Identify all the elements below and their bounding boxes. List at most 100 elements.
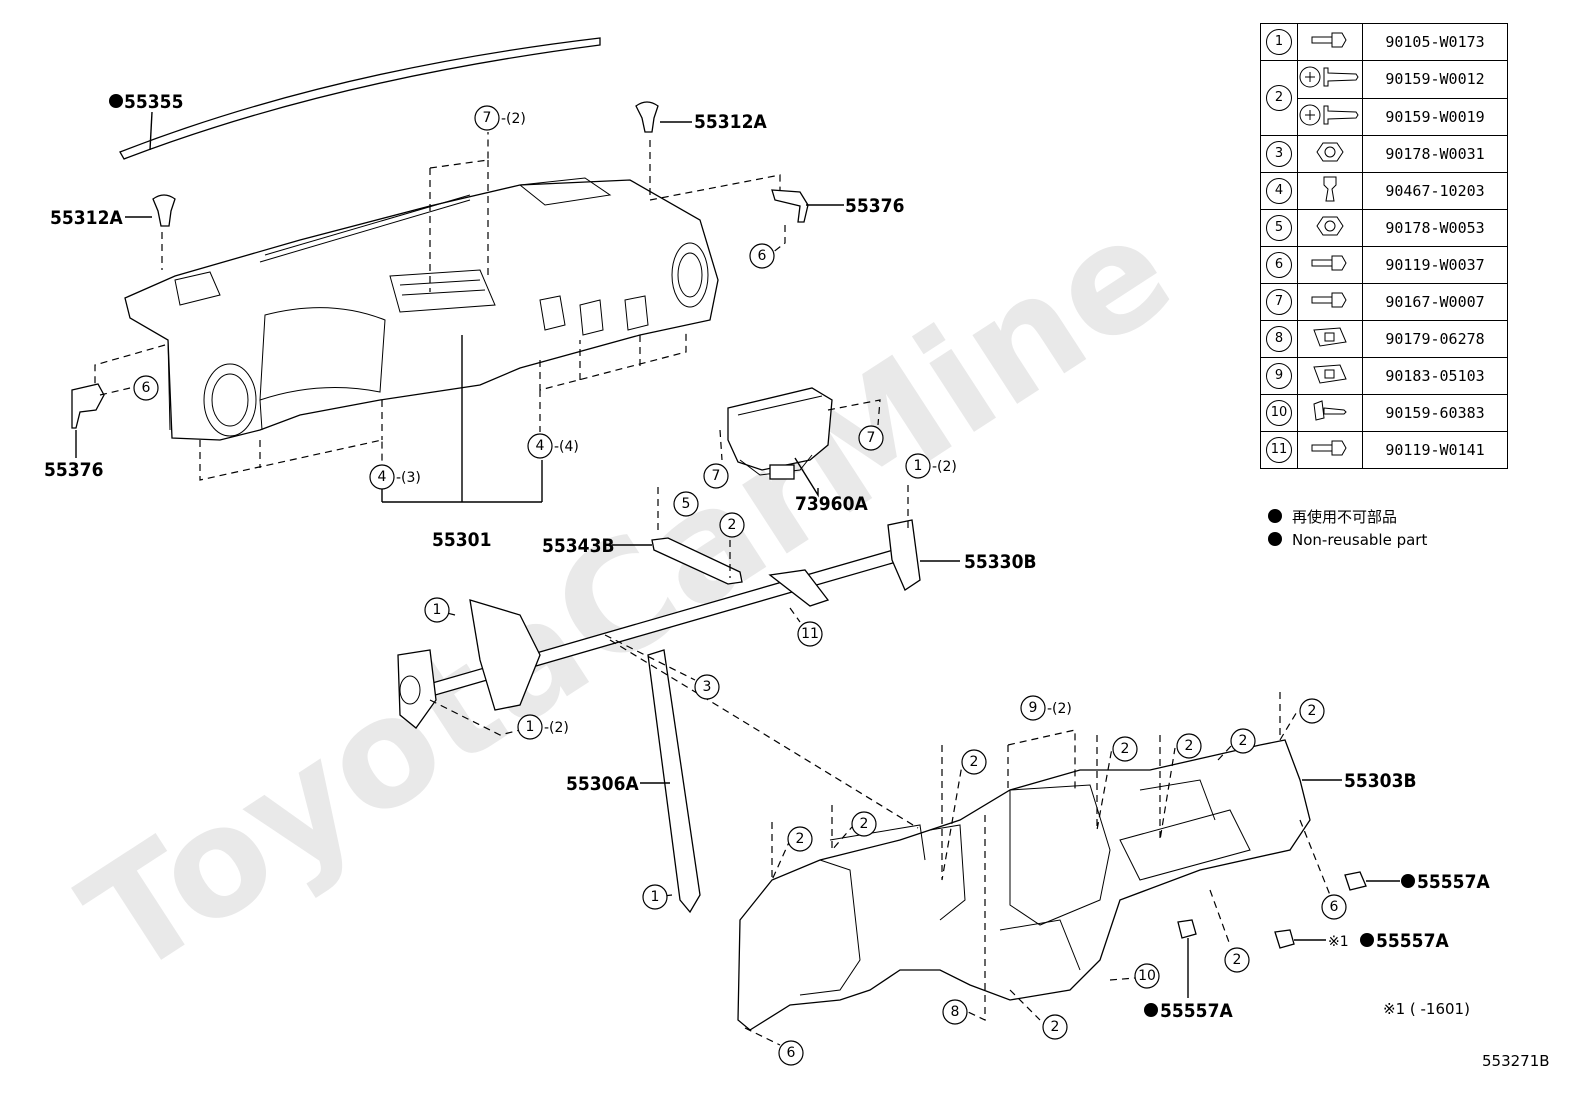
part-labels: 55355 55312A 55312A 55376 55376 55301 73… xyxy=(44,91,1490,1022)
fastener-ref-circle xyxy=(642,884,668,910)
fastener-ref-circle xyxy=(797,621,823,647)
legend-text-ja: 再使用不可部品 xyxy=(1292,508,1398,526)
leader-lines xyxy=(75,111,1400,998)
hole-plug-3 xyxy=(1177,919,1197,939)
bracket-55343b xyxy=(651,537,743,585)
nonreusable-dot xyxy=(1268,532,1282,546)
legend-english: Non-reusable part xyxy=(1268,531,1427,549)
part-label-55312a: 55312A xyxy=(694,111,767,133)
legend-japanese: 再使用不可部品 xyxy=(1268,506,1397,527)
fastener-ref-number: 6 xyxy=(758,248,767,264)
row-index: 5 xyxy=(1266,215,1292,241)
nonreusable-dot xyxy=(1144,1003,1158,1017)
part-label-55330b: 55330B xyxy=(964,551,1037,573)
fastener-ref-circle xyxy=(369,464,395,490)
table-row: 2 90159-W0012 xyxy=(1260,60,1508,136)
part-label-55343b: 55343B xyxy=(542,535,615,557)
fastener-ref-circle xyxy=(1230,728,1256,754)
clip-55312a-top xyxy=(635,101,659,133)
fastener-ref-circle xyxy=(787,826,813,852)
part-number: 90119-W0037 xyxy=(1362,246,1508,284)
row-index: 8 xyxy=(1266,326,1292,352)
fastener-ref-number: 3 xyxy=(703,679,712,695)
instrument-panel-upper xyxy=(124,177,719,441)
fastener-ref-circle xyxy=(694,674,720,700)
clip-55312a-left xyxy=(152,194,176,227)
row-index: 11 xyxy=(1266,437,1292,463)
part-number: 90159-60383 xyxy=(1362,394,1508,432)
fastener-ref-number: 2 xyxy=(1121,741,1130,757)
part-label-55355: 55355 xyxy=(124,91,183,113)
fastener-ref-number: 11 xyxy=(801,626,819,642)
part-number: 90183-05103 xyxy=(1362,357,1508,395)
row-index: 10 xyxy=(1266,400,1292,426)
row-index: 6 xyxy=(1266,252,1292,278)
nonreusable-dot xyxy=(1360,933,1374,947)
bracket-55376-left xyxy=(71,383,105,429)
row-index: 1 xyxy=(1266,29,1292,55)
fastener-ref-circle xyxy=(778,1040,804,1066)
hole-plug-1 xyxy=(1344,871,1367,891)
table-row: 3 90178-W0031 xyxy=(1260,135,1508,173)
fastener-ref-number: 2 xyxy=(970,754,979,770)
fastener-ref-number: 6 xyxy=(1330,899,1339,915)
part-number: 90119-W0141 xyxy=(1362,431,1508,469)
instrument-panel-lower xyxy=(737,739,1311,1031)
row-index: 9 xyxy=(1266,363,1292,389)
part-number: 90105-W0173 xyxy=(1362,23,1508,61)
fastener-ref-circle xyxy=(133,375,159,401)
clip-nut-icon xyxy=(1313,327,1347,347)
part-label-55301: 55301 xyxy=(432,529,491,551)
fastener-ref-circle xyxy=(961,749,987,775)
part-number: 90467-10203 xyxy=(1362,172,1508,210)
row-index: 3 xyxy=(1266,141,1292,167)
part-label-55376: 55376 xyxy=(44,459,103,481)
part-label-55557a: 55557A xyxy=(1417,871,1490,893)
part-label-55557a: 55557A xyxy=(1160,1000,1233,1022)
screw-icon xyxy=(1299,104,1359,126)
table-row: 11 90119-W0141 xyxy=(1260,431,1508,469)
fastener-ref-circle xyxy=(527,433,553,459)
row-index: 4 xyxy=(1266,178,1292,204)
fastener-ref-quantity: -(2) xyxy=(544,720,569,736)
table-row: 1 90105-W0173 xyxy=(1260,23,1508,61)
fastener-ref-circle xyxy=(942,999,968,1025)
fastener-ref-circle xyxy=(1299,698,1325,724)
passenger-airbag-module xyxy=(727,387,833,480)
fastener-ref-circle xyxy=(1224,947,1250,973)
screw-icon xyxy=(1299,66,1359,88)
fastener-ref-circle xyxy=(1134,963,1160,989)
table-row: 7 90167-W0007 xyxy=(1260,283,1508,321)
fastener-ref-circle xyxy=(1321,894,1347,920)
clip-icon xyxy=(1323,176,1337,202)
fastener-ref-circle xyxy=(703,463,729,489)
table-row: 9 90183-05103 xyxy=(1260,357,1508,395)
part-number: 90178-W0031 xyxy=(1362,135,1508,173)
brace-55306a xyxy=(647,649,701,914)
fastener-ref-circle xyxy=(1042,1014,1068,1040)
fastener-ref-number: 7 xyxy=(712,468,721,484)
part-label-73960a: 73960A xyxy=(795,493,868,515)
table-row: 10 90159-60383 xyxy=(1260,394,1508,432)
fastener-ref-number: 7 xyxy=(483,110,492,126)
fastener-ref-number: 2 xyxy=(796,831,805,847)
part-label-55312a: 55312A xyxy=(50,207,123,229)
fastener-ref-number: 2 xyxy=(1239,733,1248,749)
fastener-ref-number: 1 xyxy=(526,719,535,735)
fastener-ref-quantity: -(2) xyxy=(501,111,526,127)
nonreusable-dot xyxy=(1268,509,1282,523)
fastener-ref-circle xyxy=(474,105,500,131)
fastener-ref-number: 2 xyxy=(1185,738,1194,754)
nonreusable-dot xyxy=(109,94,123,108)
footnote: ※1 ( -1601) xyxy=(1383,1000,1470,1018)
fastener-ref-number: 10 xyxy=(1138,968,1156,984)
fastener-ref-number: 4 xyxy=(536,438,545,454)
legend-text-en: Non-reusable part xyxy=(1292,531,1428,549)
nut-icon xyxy=(1316,142,1344,162)
fastener-ref-quantity: -(4) xyxy=(554,439,579,455)
windshield-trim-strip xyxy=(119,37,601,160)
fastener-ref-number: 1 xyxy=(914,458,923,474)
fastener-references: 7-(2)664-(4)4-(3)77521-(2)11131-(2)19-(2… xyxy=(133,105,1347,1066)
fastener-ref-circle xyxy=(424,597,450,623)
